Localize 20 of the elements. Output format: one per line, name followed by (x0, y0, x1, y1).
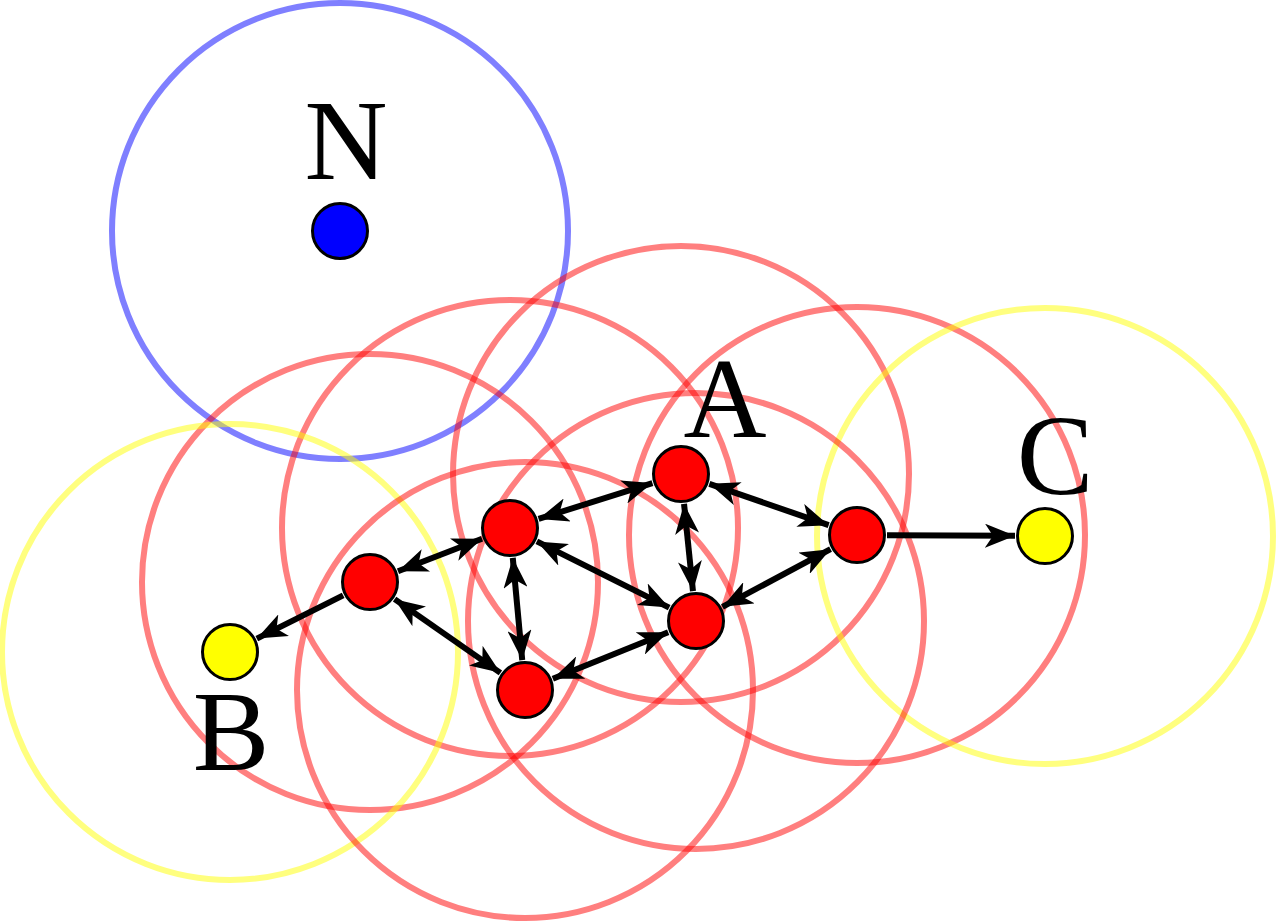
point-label: C (1016, 398, 1094, 513)
arrow (551, 629, 670, 682)
arrow (396, 536, 484, 574)
arrow (721, 546, 832, 610)
core-point (341, 553, 399, 611)
arrow (535, 538, 671, 611)
core-point (496, 661, 554, 719)
arrow (392, 596, 503, 676)
arrow (675, 503, 702, 592)
arrow (255, 592, 345, 642)
arrow (886, 523, 1016, 548)
core-point (481, 499, 539, 557)
core-point (667, 592, 725, 650)
point-label: B (192, 674, 270, 789)
point-label: N (304, 83, 388, 198)
arrow (708, 481, 830, 528)
core-point (828, 506, 886, 564)
arrow (537, 480, 654, 522)
arrow (503, 557, 532, 661)
point-label: A (683, 341, 767, 456)
